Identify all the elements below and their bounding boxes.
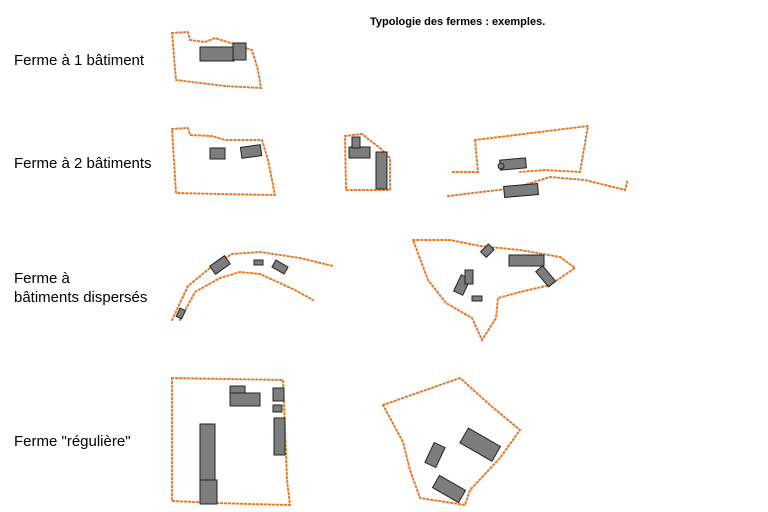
plan-2-buildings-a — [170, 126, 277, 197]
building — [503, 182, 539, 199]
parcel-boundary — [343, 132, 391, 191]
row-label-line: Ferme "régulière" — [14, 433, 131, 450]
parcel-boundary — [474, 124, 590, 174]
row-label-1-building: Ferme à 1 bâtiment — [14, 51, 144, 70]
parcel-boundary — [171, 250, 334, 321]
row-label-2-buildings: Ferme à 2 bâtiments — [14, 154, 152, 173]
building — [175, 307, 187, 320]
building — [375, 151, 388, 190]
building — [253, 259, 264, 266]
plan-regular-b — [381, 376, 522, 507]
building — [273, 417, 286, 456]
row-label-dispersed: Ferme à bâtiments dispersés — [14, 269, 147, 307]
building — [272, 387, 285, 402]
building — [535, 265, 557, 288]
building — [348, 146, 371, 159]
building — [209, 255, 231, 275]
parcel-boundary — [451, 139, 480, 173]
building — [199, 479, 218, 505]
plan-regular-a — [171, 376, 292, 507]
building — [497, 162, 505, 170]
row-label-regular: Ferme "régulière" — [14, 432, 131, 451]
plan-1-building — [170, 30, 263, 90]
row-label-line: Ferme à 2 bâtiments — [14, 155, 152, 172]
building — [271, 259, 289, 275]
plan-2-buildings-c — [447, 124, 629, 199]
building — [479, 243, 495, 259]
building — [431, 474, 467, 504]
parcel-boundary — [170, 30, 263, 90]
building — [272, 404, 283, 413]
row-label-line: Ferme à 1 bâtiment — [14, 52, 145, 69]
plan-dispersed-a — [171, 250, 334, 321]
parcel-boundary — [170, 126, 277, 197]
row-label-line: bâtiments dispersés — [14, 289, 148, 306]
row-label-line: Ferme à — [14, 270, 70, 287]
building — [239, 144, 263, 159]
building — [351, 136, 361, 149]
building — [199, 46, 235, 62]
building — [229, 392, 261, 407]
building — [209, 147, 226, 160]
diagram-title: Typologie des fermes : exemples. — [370, 16, 546, 28]
building — [199, 423, 216, 481]
building — [232, 42, 247, 61]
building — [508, 254, 545, 267]
building — [459, 427, 502, 462]
parcel-boundary — [381, 376, 522, 507]
building — [424, 441, 446, 469]
building — [471, 295, 483, 302]
plan-2-buildings-b — [343, 132, 391, 191]
plan-dispersed-b — [411, 239, 577, 343]
parcel-boundary — [411, 239, 577, 343]
parcel-boundary — [179, 270, 314, 321]
building — [464, 269, 474, 285]
